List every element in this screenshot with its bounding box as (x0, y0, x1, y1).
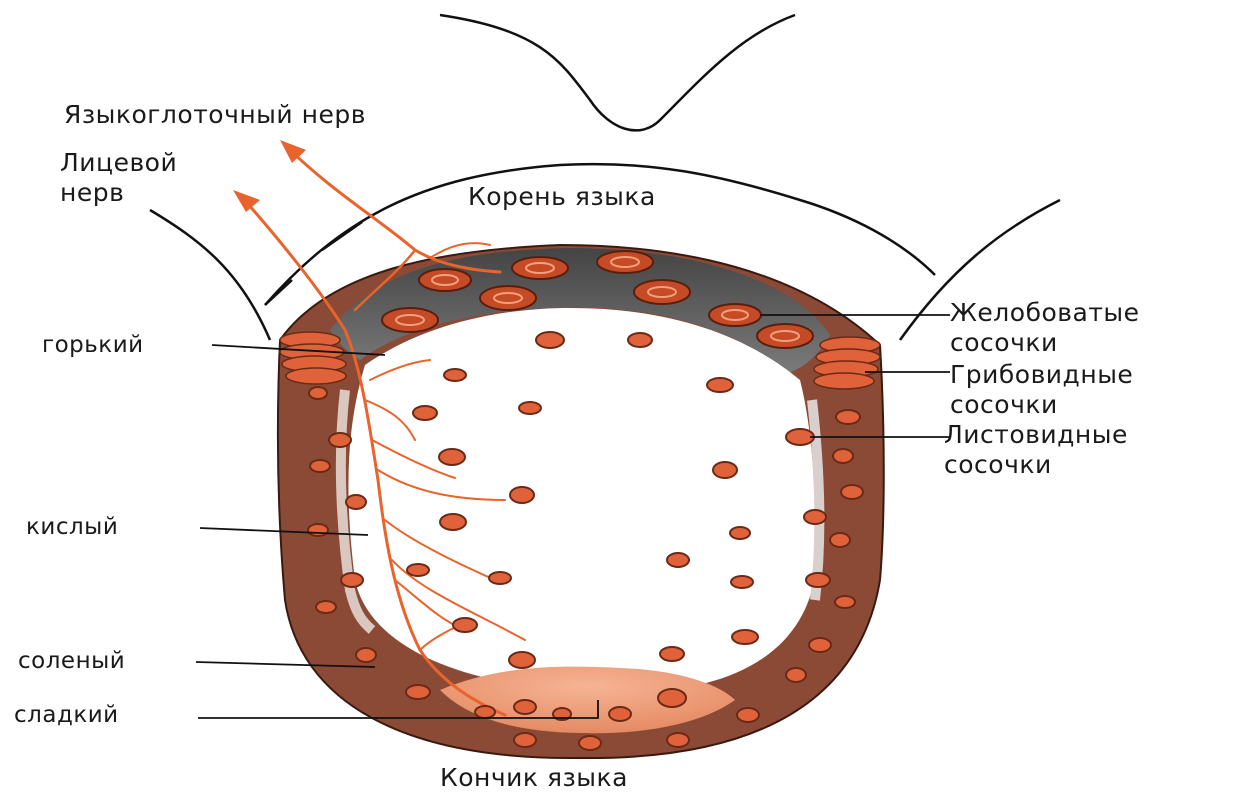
label-fungiform-papillae: Грибовидные сосочки (950, 360, 1133, 420)
label-foliate-papillae: Листовидные сосочки (944, 420, 1128, 480)
palate-outline (440, 15, 795, 130)
oral-cavity-outline-left (150, 210, 270, 340)
label-fungiform-line1: Грибовидные (950, 360, 1133, 390)
label-salty: соленый (18, 646, 125, 676)
label-vallate-line1: Желобоватые (950, 298, 1140, 328)
fungiform-papillae-left (280, 332, 346, 384)
label-facial-nerve-line1: Лицевой (60, 148, 177, 178)
label-foliate-line2: сосочки (944, 450, 1128, 480)
label-glossopharyngeal-nerve: Языкоглоточный нерв (64, 100, 366, 130)
label-facial-nerve: Лицевой нерв (60, 148, 177, 208)
fungiform-papillae-right (814, 337, 880, 389)
label-tongue-root: Корень языка (468, 182, 656, 212)
label-sweet: сладкий (14, 700, 119, 730)
label-foliate-line1: Листовидные (944, 420, 1128, 450)
label-vallate-papillae: Желобоватые сосочки (950, 298, 1140, 358)
label-bitter: горький (42, 330, 144, 360)
label-sour: кислый (26, 512, 118, 542)
label-vallate-line2: сосочки (950, 328, 1140, 358)
label-facial-nerve-line2: нерв (60, 178, 177, 208)
arrowhead-facial (233, 190, 260, 212)
label-fungiform-line2: сосочки (950, 390, 1133, 420)
label-tongue-tip: Кончик языка (440, 763, 628, 793)
